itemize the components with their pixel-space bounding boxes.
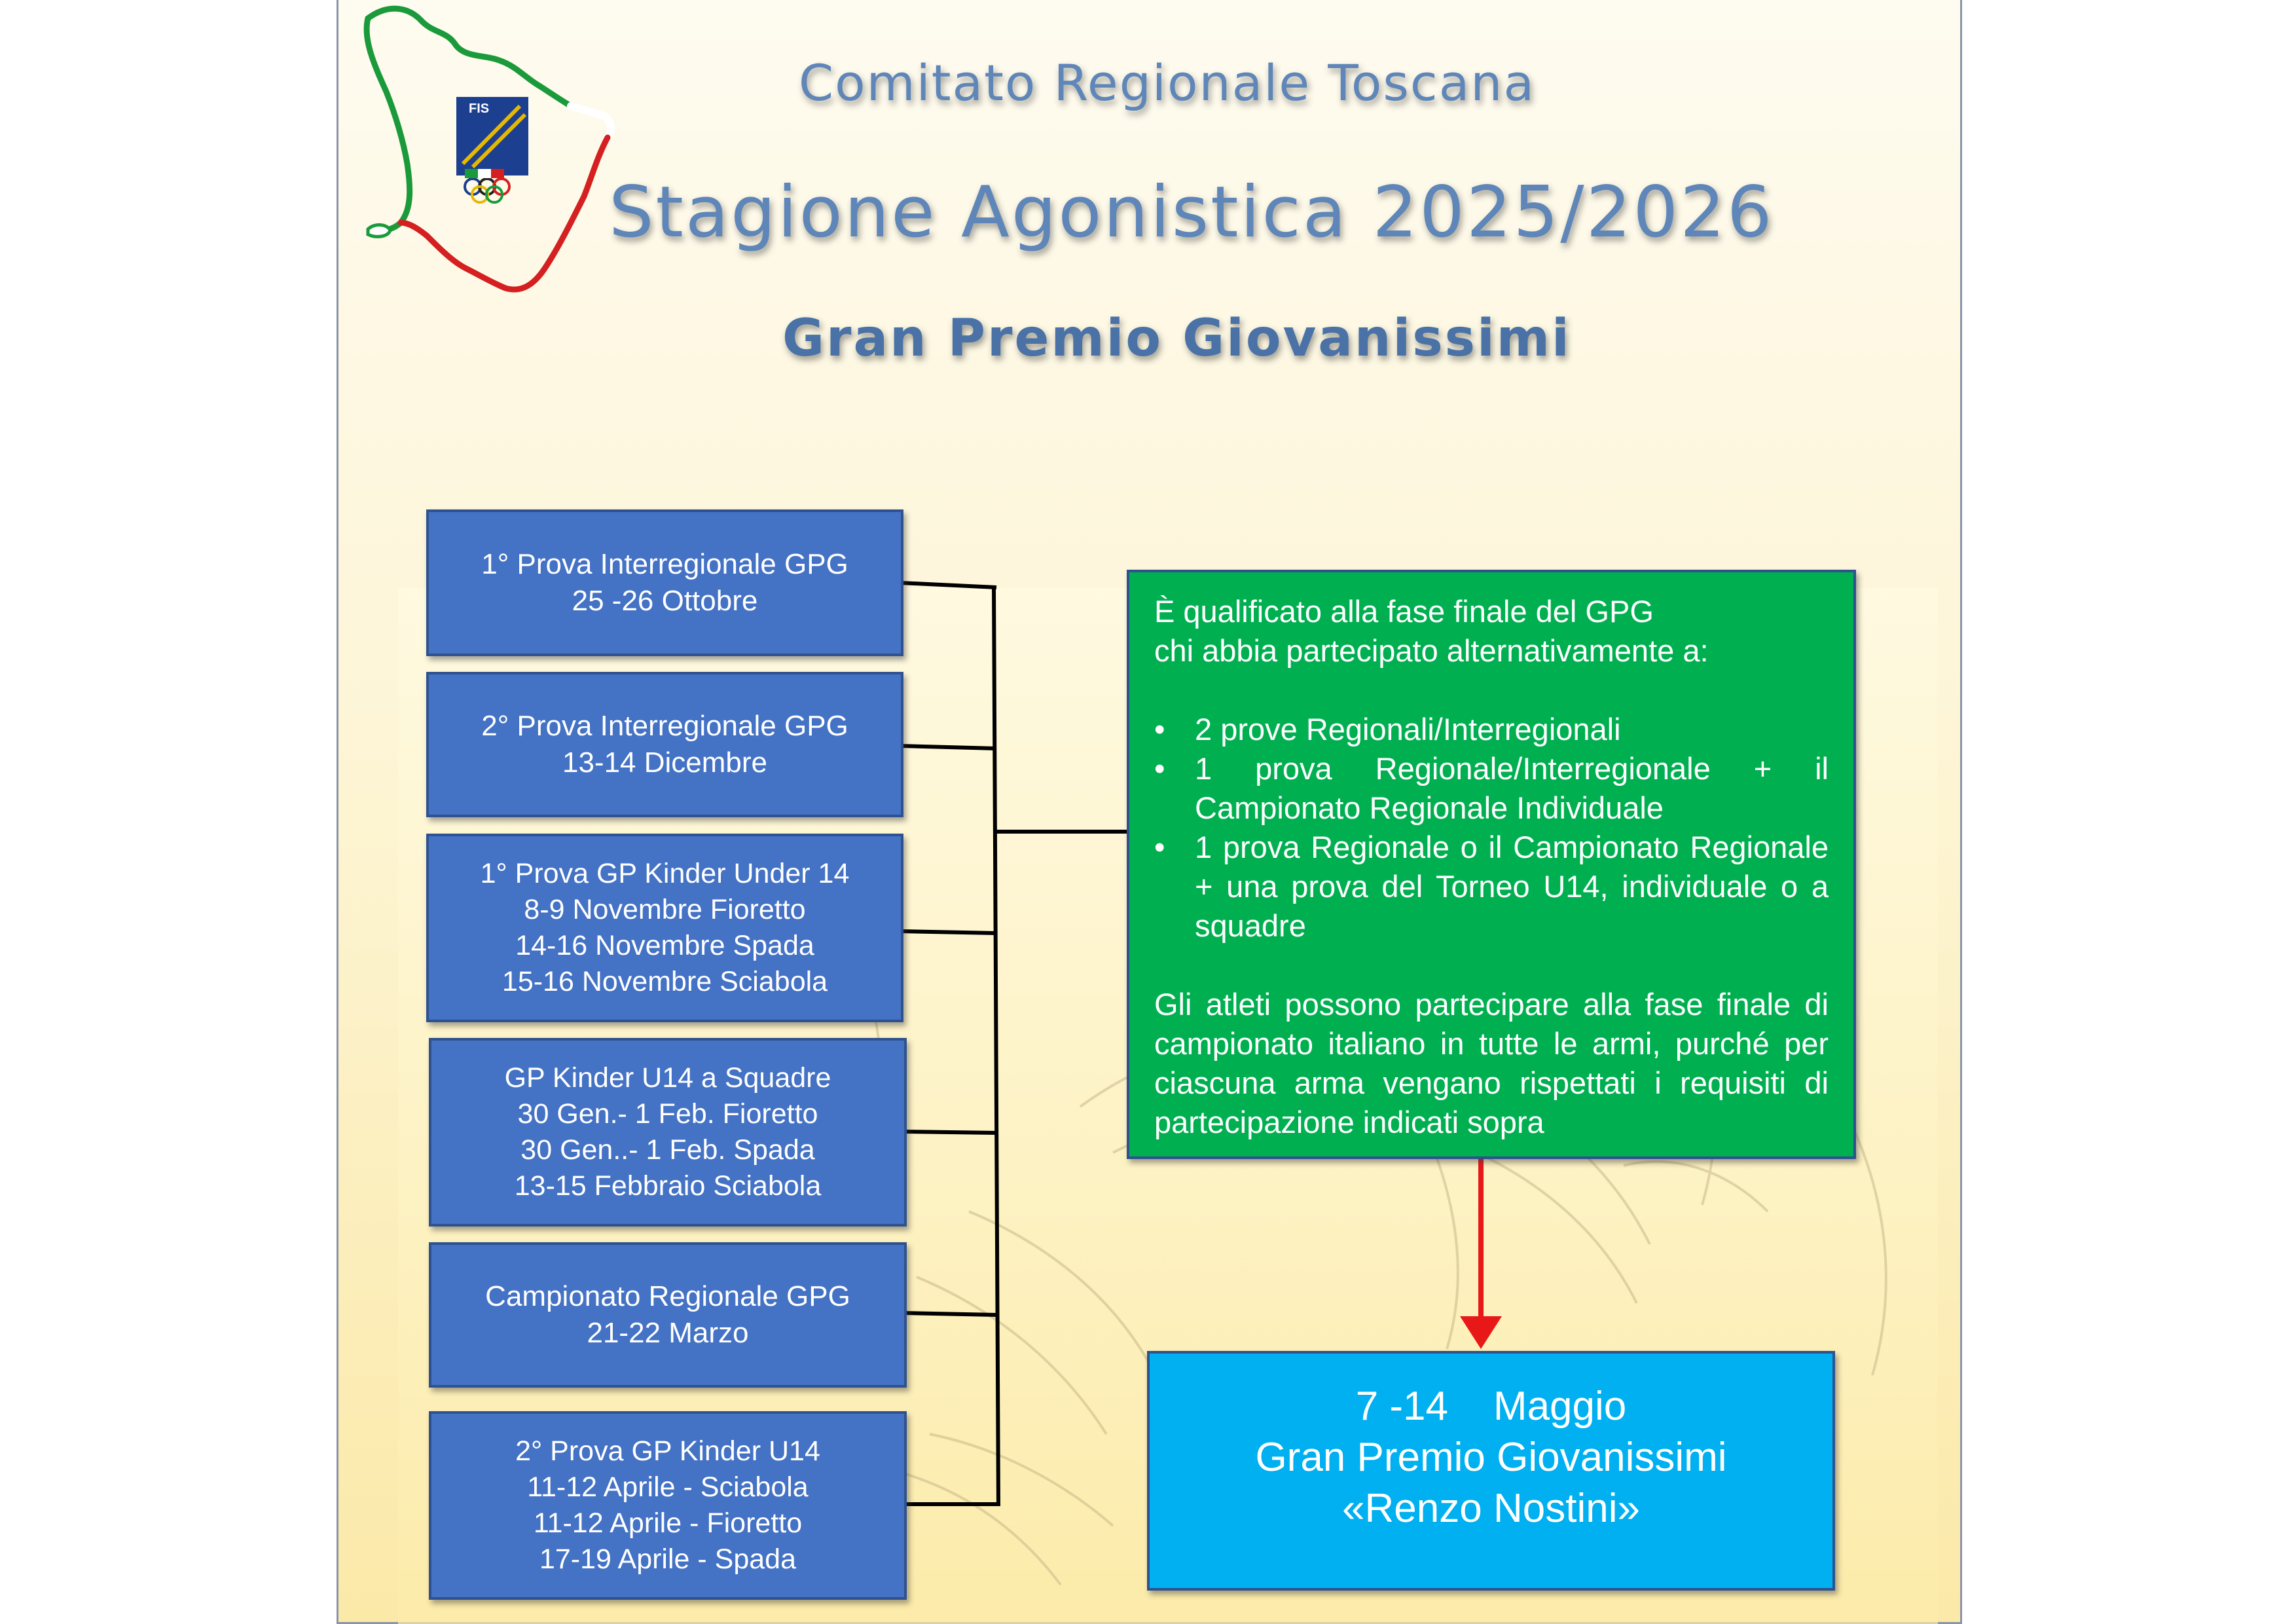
event-box-2: 2° Prova Interregionale GPG 13-14 Dicemb… [426, 672, 903, 817]
final-event-box: 7 -14 Maggio Gran Premio Giovanissimi «R… [1147, 1351, 1835, 1591]
tuscany-outline-green [365, 5, 574, 109]
competition-title: Gran Premio Giovanissimi [782, 309, 1571, 368]
event-box-1: 1° Prova Interregionale GPG 25 -26 Ottob… [426, 509, 903, 656]
event-box-6: 2° Prova GP Kinder U14 11-12 Aprile - Sc… [429, 1411, 907, 1600]
tuscany-outline-red [424, 134, 611, 293]
fis-logo-text: FIS [469, 101, 489, 116]
olympic-rings-icon [464, 177, 511, 204]
qualification-intro-line-1: È qualificato alla fase finale del GPG [1154, 594, 1654, 629]
final-name: Gran Premio Giovanissimi [1255, 1435, 1727, 1480]
tuscany-fis-logo: FIS [363, 5, 615, 293]
event-2-line-1: 2° Prova Interregionale GPG [481, 710, 848, 742]
qualification-criteria-list: 2 prove Regionali/Interregionali 1 prova… [1154, 710, 1829, 946]
qualification-box: È qualificato alla fase finale del GPG c… [1127, 570, 1856, 1159]
event-4-line-1: GP Kinder U14 a Squadre [504, 1062, 831, 1094]
final-trophy: «Renzo Nostini» [1342, 1486, 1640, 1531]
event-6-line-1: 2° Prova GP Kinder U14 [515, 1435, 820, 1467]
event-box-4: GP Kinder U14 a Squadre 30 Gen.- 1 Feb. … [429, 1038, 907, 1227]
event-1-line-1: 1° Prova Interregionale GPG [481, 548, 848, 580]
event-4-line-3: 30 Gen..- 1 Feb. Spada [520, 1134, 815, 1166]
tuscany-outline-white [567, 102, 615, 141]
qualification-criterion-1: 2 prove Regionali/Interregionali [1154, 710, 1829, 749]
elba-island [366, 223, 392, 238]
event-2-line-2: 13-14 Dicembre [562, 747, 768, 779]
event-4-line-4: 13-15 Febbraio Sciabola [514, 1170, 822, 1202]
event-6-line-3: 11-12 Aprile - Fioretto [533, 1507, 803, 1539]
event-5-line-2: 21-22 Marzo [587, 1317, 749, 1349]
qualification-criterion-3: 1 prova Regionale o il Campionato Region… [1154, 828, 1829, 946]
event-1-line-2: 25 -26 Ottobre [572, 585, 758, 617]
qualification-note: Gli atleti possono partecipare alla fase… [1154, 987, 1829, 1139]
qualification-criterion-2: 1 prova Regionale/Interregionale + il Ca… [1154, 749, 1829, 828]
event-3-line-1: 1° Prova GP Kinder Under 14 [480, 858, 850, 889]
event-6-line-2: 11-12 Aprile - Sciabola [527, 1471, 809, 1503]
event-5-line-1: Campionato Regionale GPG [485, 1280, 850, 1312]
event-3-line-3: 14-16 Novembre Spada [515, 930, 814, 961]
qualification-intro-line-2: chi abbia partecipato alternativamente a… [1154, 633, 1709, 668]
italian-flag-stripe-red [491, 169, 504, 178]
event-box-5: Campionato Regionale GPG 21-22 Marzo [429, 1242, 907, 1388]
event-4-line-2: 30 Gen.- 1 Feb. Fioretto [517, 1098, 818, 1130]
tuscany-outline-red-coast [397, 219, 430, 239]
event-box-3: 1° Prova GP Kinder Under 14 8-9 Novembre… [426, 834, 903, 1022]
event-3-line-4: 15-16 Novembre Sciabola [501, 966, 828, 997]
italian-flag-stripe-white [478, 169, 491, 178]
tuscany-outline-green-west [363, 15, 413, 236]
committee-title: Comitato Regionale Toscana [799, 54, 1536, 112]
final-dates: 7 -14 Maggio [1355, 1384, 1627, 1429]
season-title: Stagione Agonistica 2025/2026 [609, 172, 1774, 253]
event-3-line-2: 8-9 Novembre Fioretto [524, 894, 806, 925]
fencing-blades-icon [461, 104, 527, 169]
italian-flag-stripe-green [465, 169, 478, 178]
event-6-line-4: 17-19 Aprile - Spada [539, 1543, 797, 1575]
